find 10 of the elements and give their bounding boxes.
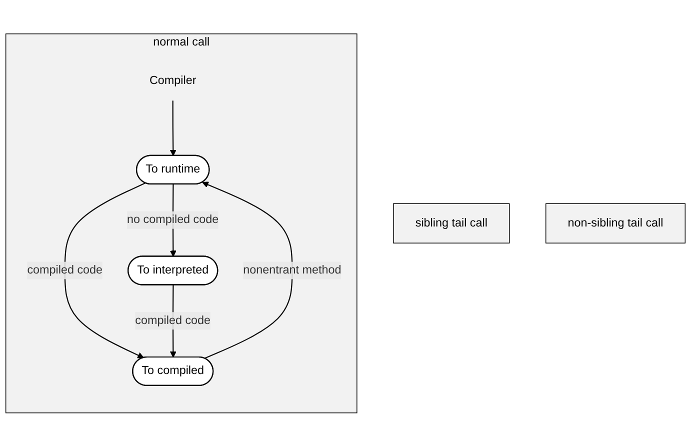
node-box: non-sibling tail call — [546, 203, 686, 244]
edge-label: compiled code — [135, 314, 211, 327]
node-box: sibling tail call — [393, 203, 510, 244]
arrow — [202, 182, 293, 360]
edge-label: nonentrant method — [243, 264, 342, 276]
arrow — [64, 182, 146, 358]
node-text: Compiler — [149, 74, 196, 87]
edge-label: compiled code — [27, 264, 103, 276]
arrow — [170, 100, 176, 156]
edge-label: no compiled code — [127, 214, 219, 226]
